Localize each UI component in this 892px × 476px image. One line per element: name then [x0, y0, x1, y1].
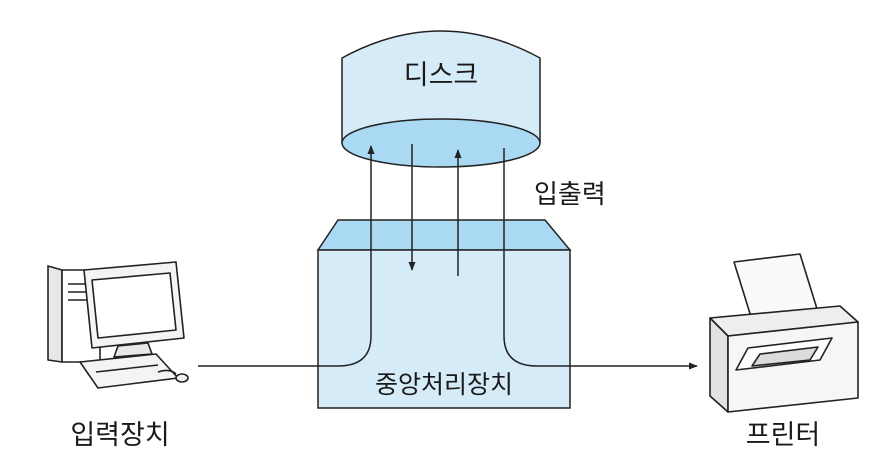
printer-icon	[709, 253, 859, 413]
input-device-label: 입력장치	[70, 420, 169, 451]
computer-icon	[47, 261, 189, 389]
disk-label: 디스크	[404, 60, 479, 91]
cpu-label: 중앙처리장치	[375, 370, 513, 399]
cpu-box	[316, 219, 572, 409]
disk-shape	[341, 30, 541, 168]
printer-label: 프린터	[746, 420, 821, 451]
cpu-box-front	[317, 249, 571, 409]
io-label: 입출력	[534, 180, 606, 210]
input-to-disk-arrow	[198, 145, 375, 367]
disk-bottom-face	[341, 118, 541, 168]
cpu-box-top	[316, 219, 572, 251]
disk-to-printer-arrow	[503, 148, 698, 370]
